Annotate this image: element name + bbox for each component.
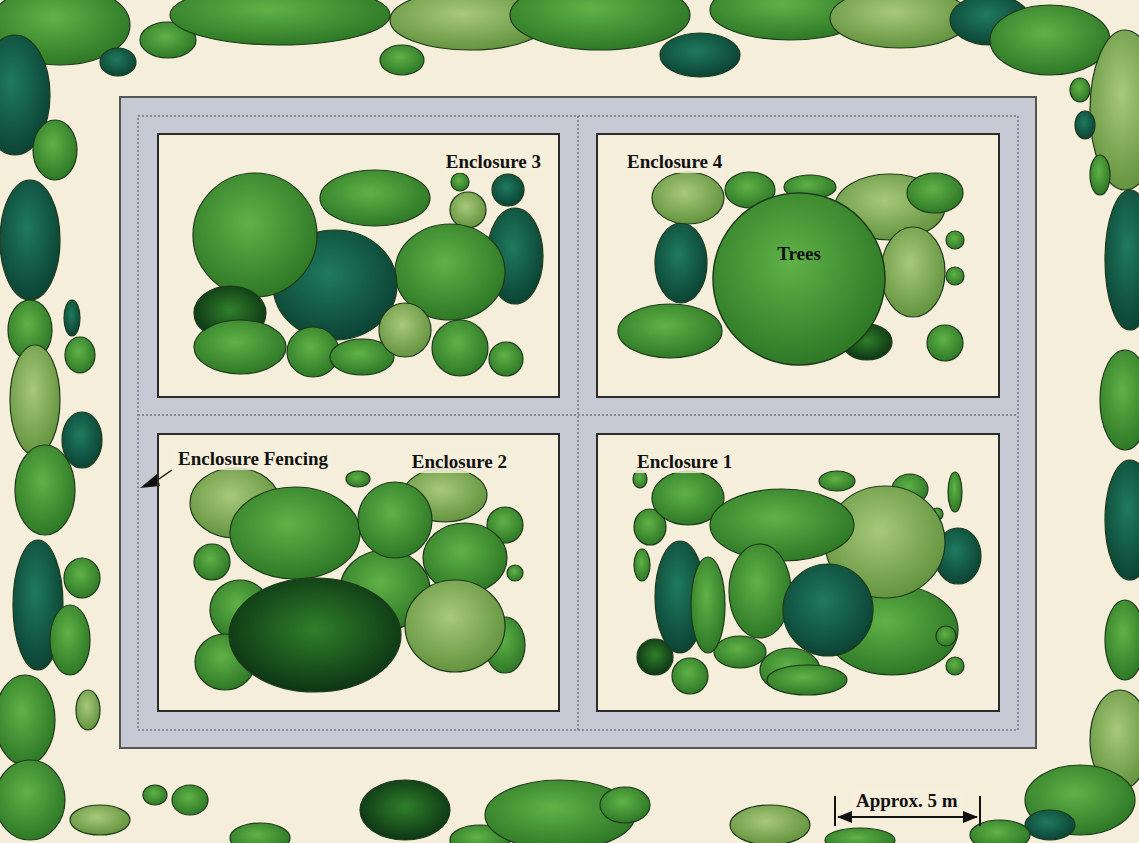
enclosure-box: Enclosure 4 Trees	[596, 133, 1000, 398]
enclosure-box: Enclosure 3	[157, 133, 560, 398]
enclosure-label: Enclosure 1	[634, 451, 735, 473]
scale-label: Approx. 5 m	[853, 790, 961, 812]
enclosure-box: Enclosure 1	[596, 433, 1000, 712]
tree-canopy: Trees	[711, 191, 887, 367]
enclosure-box: Enclosure 2	[157, 433, 560, 712]
enclosure-label: Enclosure 4	[624, 151, 725, 173]
enclosure-label: Enclosure 2	[409, 451, 510, 473]
enclosure-label: Enclosure 3	[443, 151, 544, 173]
callout-label: Enclosure Fencing	[175, 448, 331, 470]
tree-label: Trees	[774, 243, 824, 265]
tree-circle	[711, 191, 887, 367]
